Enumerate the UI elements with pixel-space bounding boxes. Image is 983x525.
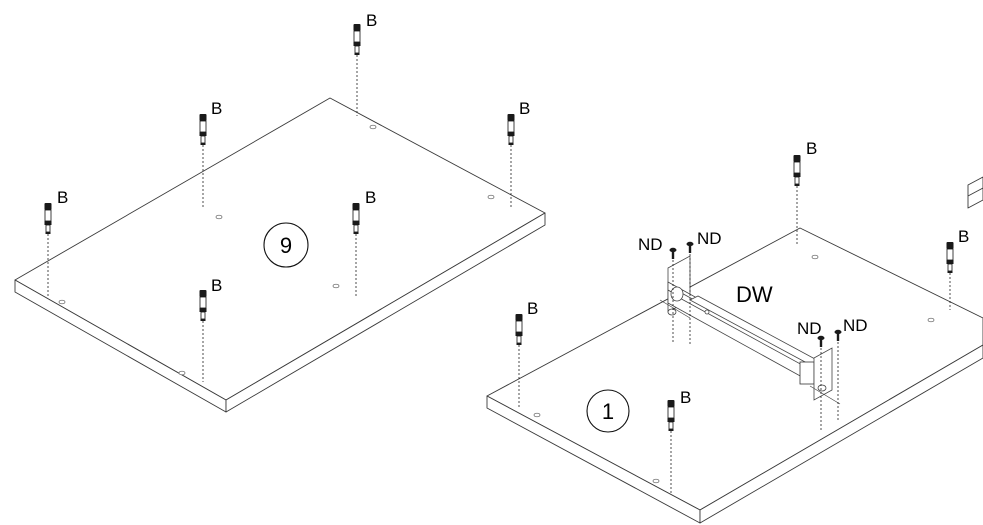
left-panel: 9	[14, 97, 546, 413]
dowel-label-b: B	[680, 388, 691, 407]
hole	[58, 299, 66, 305]
cam-dowel	[946, 242, 954, 310]
dowel-label-b: B	[527, 299, 538, 318]
screw	[669, 247, 677, 344]
dowel-label-b: B	[958, 227, 969, 246]
cam-dowel	[352, 203, 360, 296]
screw	[834, 329, 842, 422]
step-number-circle	[586, 389, 630, 433]
hole	[652, 478, 660, 484]
right-panel-side-edge	[699, 344, 983, 524]
dowel-label-b: B	[211, 276, 222, 295]
screw-label-nd: ND	[843, 316, 868, 335]
hole	[811, 254, 819, 260]
dowel-label-b: B	[365, 188, 376, 207]
hole	[533, 412, 541, 418]
runner-label-dw: DW	[736, 282, 773, 307]
dowel-label-b: B	[519, 99, 530, 118]
left-panel-side-edge	[225, 212, 546, 413]
screw	[817, 335, 825, 432]
hole	[487, 194, 495, 200]
partial-panel-edge	[967, 176, 983, 209]
cam-dowel	[793, 155, 801, 245]
cam-dowel	[353, 24, 361, 116]
cam-dowel	[44, 203, 52, 298]
cam-dowel	[507, 114, 515, 207]
screw-label-nd: ND	[797, 319, 822, 338]
dowel-label-b: B	[806, 139, 817, 158]
hole	[332, 283, 340, 289]
hole	[215, 214, 223, 220]
hole	[178, 370, 186, 376]
dowel-label-b: B	[211, 99, 222, 118]
drawer-runner	[659, 255, 841, 405]
screw-label-nd: ND	[697, 229, 722, 248]
screw	[686, 241, 694, 344]
cam-dowel	[667, 400, 675, 495]
dowel-label-b: B	[57, 188, 68, 207]
step-number-circle	[263, 222, 309, 268]
hole	[369, 124, 377, 130]
right-panel-top	[486, 227, 983, 511]
cam-dowel	[199, 114, 207, 207]
hole	[927, 317, 935, 323]
right-panel: DW 1	[486, 227, 983, 524]
screw-label-nd: ND	[638, 235, 663, 254]
cam-dowel	[199, 290, 207, 382]
step-number-9: 9	[280, 233, 292, 258]
cam-dowel	[515, 314, 523, 407]
step-number-1: 1	[602, 399, 614, 424]
dowel-label-b: B	[366, 11, 377, 30]
